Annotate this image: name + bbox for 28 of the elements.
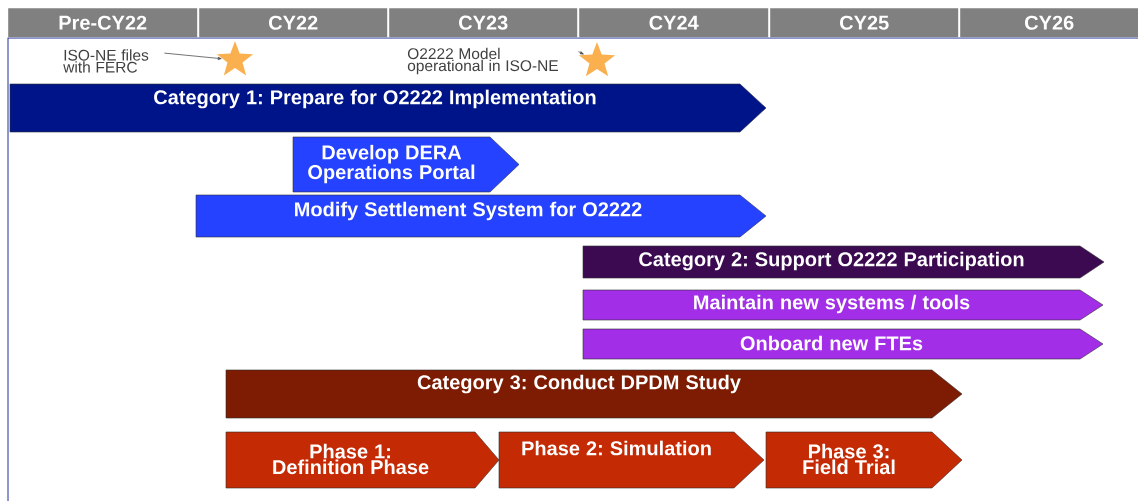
header-cell: CY23 xyxy=(389,8,578,38)
header-cell: Pre-CY22 xyxy=(8,8,198,38)
leader-arrow xyxy=(578,51,584,55)
chevron-bar: Category 2: Support O2222 Participation xyxy=(582,245,1105,279)
chevron-bar: Modify Settlement System for O2222 xyxy=(195,194,767,238)
header-cell: CY22 xyxy=(199,8,388,38)
header-cell: CY24 xyxy=(579,8,769,38)
chevron-bar: Category 1: Prepare for O2222 Implementation xyxy=(9,83,767,133)
chevron-bar: Develop DERA Operations Portal xyxy=(292,136,520,193)
chevron-bar: Phase 2: Simulation xyxy=(498,431,765,489)
milestone-star xyxy=(578,42,616,77)
chevron-bar: Category 3: Conduct DPDM Study xyxy=(225,369,963,419)
leader-arrow xyxy=(164,52,222,60)
node-label: CY26 xyxy=(1025,15,1074,30)
node-label: CY23 xyxy=(459,15,508,30)
chevron-bar: Onboard new FTEs xyxy=(582,328,1104,360)
header-cell: CY26 xyxy=(960,8,1138,38)
milestone-star xyxy=(216,41,254,76)
chevron-bar: Phase 3: Field Trial xyxy=(765,431,963,489)
node-label: CY24 xyxy=(649,15,699,30)
chevron-bar: Phase 1: Definition Phase xyxy=(225,431,500,489)
milestone-note: O2222 Model operational in ISO-NE xyxy=(407,47,558,75)
header-cell: CY25 xyxy=(770,8,959,38)
chevron-bar: Maintain new systems / tools xyxy=(582,289,1104,321)
node-label: Pre-CY22 xyxy=(59,15,147,30)
node-label: CY22 xyxy=(269,15,318,30)
milestone-note: ISO-NE files with FERC xyxy=(63,49,149,73)
node-label: CY25 xyxy=(840,15,889,30)
